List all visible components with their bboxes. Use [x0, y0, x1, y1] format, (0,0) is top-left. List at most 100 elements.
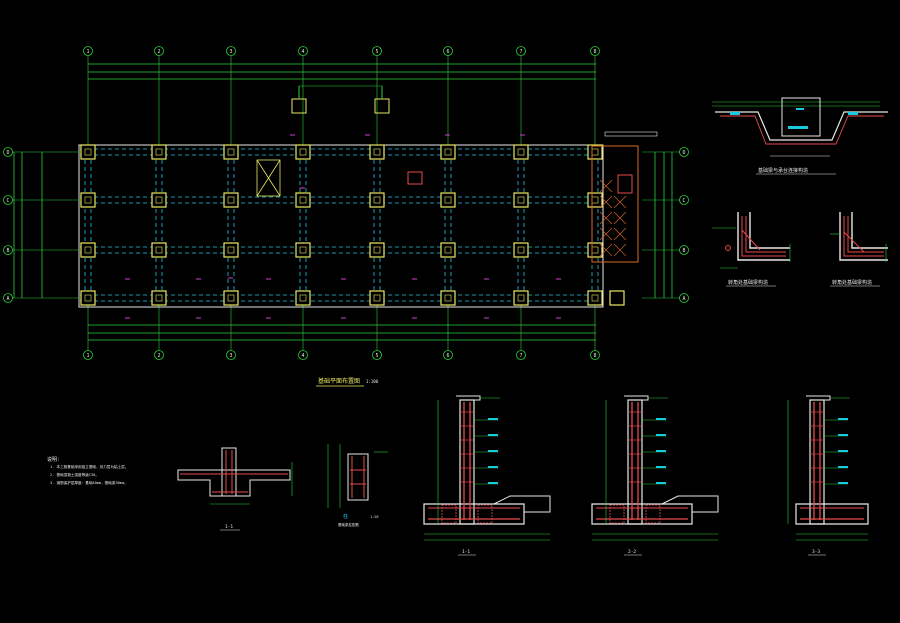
axis-bubble-top-5-label: 5	[375, 49, 378, 55]
column-footing-2-0	[223, 144, 239, 160]
foundation-section-2	[591, 395, 719, 541]
leader-tag-0	[656, 418, 666, 420]
axis-bubble-right-A-label: A	[682, 296, 685, 302]
hatched-annex	[591, 131, 658, 263]
column-footing-0-3	[80, 290, 96, 306]
column-footing-1-2	[151, 242, 167, 258]
leader-tag-0	[488, 418, 498, 420]
plan-outline	[78, 144, 604, 308]
column-core-3-3	[299, 294, 307, 302]
plan-scale: 1:100	[366, 379, 379, 384]
axis-bubble-left-D-circle	[3, 147, 13, 157]
column-footing-1-1	[151, 192, 167, 208]
foundation-beams	[78, 144, 604, 308]
column-footing-3-1	[295, 192, 311, 208]
axis-bubble-bottom-8-circle	[590, 350, 600, 360]
foundation-sections	[423, 395, 869, 541]
axis-bubble-bottom-6-label: 6	[446, 353, 449, 359]
column-footing-3-3	[295, 290, 311, 306]
section-beam	[493, 495, 551, 513]
hatch-left	[609, 504, 625, 524]
column-footing-6-3	[513, 290, 529, 306]
column-footing-1-3	[151, 290, 167, 306]
stair-opening	[256, 159, 281, 197]
column-footing-6-2	[513, 242, 529, 258]
column-footing-7-1	[587, 192, 603, 208]
axis-bubble-left-B-circle	[3, 245, 13, 255]
section-cap	[456, 395, 481, 401]
section-cap	[624, 395, 649, 401]
column-footing-5-1	[440, 192, 456, 208]
leader-tag-1	[488, 434, 498, 436]
column-core-6-0	[517, 148, 525, 156]
column-core-7-3	[591, 294, 599, 302]
axis-bubble-left-C-label: C	[6, 198, 9, 204]
column-footing-5-0	[440, 144, 456, 160]
column-footing-4-3	[369, 290, 385, 306]
column-core-4-1	[373, 196, 381, 204]
axis-bubble-bottom-4-label: 4	[301, 353, 304, 359]
axis-bubble-bottom-7-label: 7	[519, 353, 522, 359]
leader-tag-0	[838, 418, 848, 420]
column-footing-3-2	[295, 242, 311, 258]
column-core-3-2	[299, 246, 307, 254]
column-section: 柱 1:20 基础梁柱配筋	[327, 444, 388, 527]
axis-bubble-right-D-circle	[679, 147, 689, 157]
axis-bubble-bottom-6-circle	[443, 350, 453, 360]
column-footing-1-0	[151, 144, 167, 160]
column-footing-4-1	[369, 192, 385, 208]
axis-bubble-top-2-label: 2	[157, 49, 160, 55]
column-core-5-2	[444, 246, 452, 254]
axis-bubble-bottom-3-label: 3	[229, 353, 232, 359]
column-core-5-0	[444, 148, 452, 156]
column-core-3-0	[299, 148, 307, 156]
column-core-2-2	[227, 246, 235, 254]
column-core-2-3	[227, 294, 235, 302]
note-line-2: 2. 基础混凝土强度等级C30。	[50, 472, 99, 477]
axis-bubble-right-D-label: D	[682, 150, 685, 156]
leader-tag-1	[656, 434, 666, 436]
hatch-left	[441, 504, 457, 524]
axis-bubble-bottom-5-circle	[372, 350, 382, 360]
section-footing	[423, 503, 525, 525]
axis-bubble-bottom-8-label: 8	[593, 353, 596, 359]
axis-bubble-top-5-circle	[372, 46, 382, 56]
column-core-1-0	[155, 148, 163, 156]
axis-bubble-bottom-1-label: 1	[86, 353, 89, 359]
axis-bubble-top-6-circle	[443, 46, 453, 56]
axis-bubble-bottom-2-label: 2	[157, 353, 160, 359]
axis-bubble-left-B-label: B	[6, 248, 9, 254]
column-footing-2-3	[223, 290, 239, 306]
column-title: 柱	[343, 513, 348, 520]
column-scale: 1:20	[370, 515, 378, 519]
upper-column-pair	[291, 85, 390, 114]
leader-tag-2	[488, 450, 498, 452]
axis-bubble-top-8-label: 8	[593, 49, 596, 55]
section-footing	[795, 503, 869, 525]
column-core-5-3	[444, 294, 452, 302]
axis-bubble-top-4-label: 4	[301, 49, 304, 55]
hatch-right	[477, 504, 493, 524]
column-footing-0-0	[80, 144, 96, 160]
detail-beam-pile-cap: 基础梁与承台连接构造	[712, 97, 888, 175]
leader-tag-4	[656, 482, 666, 484]
section-markers	[125, 134, 561, 319]
leader-tag-2	[838, 450, 848, 452]
axis-bubble-top-3-label: 3	[229, 49, 232, 55]
column-footing-7-3	[587, 290, 603, 306]
axis-bubble-top-2-circle	[154, 46, 164, 56]
column-footing-7-0	[587, 144, 603, 160]
column-footing-5-2	[440, 242, 456, 258]
column-core-6-3	[517, 294, 525, 302]
column-footing-5-3	[440, 290, 456, 306]
axis-bubble-left-A-circle	[3, 293, 13, 303]
axis-bubble-bottom-3-circle	[226, 350, 236, 360]
column-core-1-3	[155, 294, 163, 302]
column-footing-2-2	[223, 242, 239, 258]
column-core-4-3	[373, 294, 381, 302]
axis-bubble-right-C-circle	[679, 195, 689, 205]
axis-bubble-left-A-label: A	[6, 296, 9, 302]
detail-3-title: 转角处基础梁构造	[832, 279, 872, 286]
axis-bubble-top-1-circle	[83, 46, 93, 56]
